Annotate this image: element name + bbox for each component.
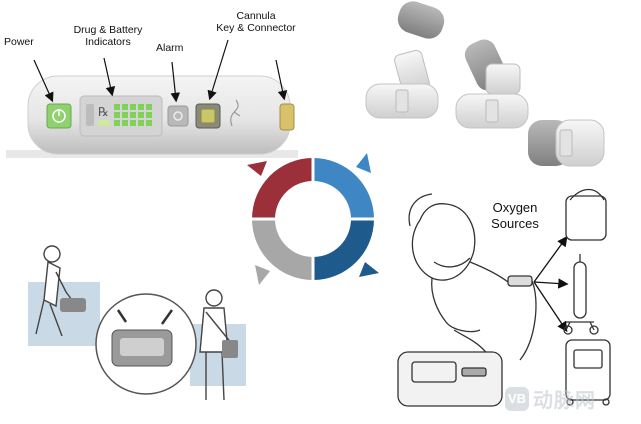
alarm-icon [173, 111, 183, 121]
nasal-cannula [433, 257, 471, 268]
ring-segment-light-blue [313, 158, 374, 219]
wearing-illustration [28, 245, 246, 401]
ring-segment-gray [252, 219, 313, 280]
power-label: Power [4, 36, 34, 48]
lung-icon [230, 99, 241, 127]
ring-segment-dark-blue [313, 219, 374, 280]
battery-led-bar [114, 104, 152, 126]
drug-battery-label: Drug & Battery Indicators [60, 24, 156, 48]
walking-person [35, 245, 73, 337]
watermark: VB 动脉网 [505, 384, 596, 413]
alarm-button [167, 105, 189, 127]
battery-icon [86, 104, 94, 126]
alarm-label: Alarm [156, 42, 184, 54]
drug-led [98, 120, 110, 126]
drug-battery-label-line2: Indicators [85, 36, 131, 48]
cannula-label-line1: Cannula [236, 10, 276, 22]
pump-on-strap [222, 340, 238, 358]
patient-pump [397, 351, 503, 407]
tube-connector [507, 275, 533, 287]
rx-icon: ℞ [98, 105, 109, 119]
standing-person [199, 289, 233, 401]
pump-on-belt [60, 298, 86, 312]
drug-cartridges [365, 1, 605, 167]
oxygen-setup-illustration [397, 188, 611, 407]
portable-concentrator [565, 195, 607, 241]
cannula-connector [279, 103, 295, 131]
oxygen-label-line1: Oxygen [492, 200, 538, 215]
drug-battery-label-line1: Drug & Battery [73, 24, 143, 36]
cycle-ring [247, 153, 379, 285]
ring-segment-red [252, 158, 313, 219]
backdrop-panel-left [28, 282, 100, 346]
oxygen-label-line2: Sources [491, 216, 539, 231]
infusion-pump-device: ℞ [6, 39, 298, 158]
watermark-badge: VB [505, 386, 529, 411]
cartridge-cap-1 [397, 1, 445, 39]
cannula-label-line2: Key & Connector [216, 22, 296, 34]
watermark-text: 动脉网 [533, 390, 596, 412]
cannula-label: Cannula Key & Connector [206, 10, 306, 34]
patient-head [411, 203, 476, 281]
oxygen-sources-label: Oxygen Sources [480, 200, 550, 232]
stationary-concentrator [565, 339, 611, 401]
oxygen-tank [573, 261, 587, 319]
